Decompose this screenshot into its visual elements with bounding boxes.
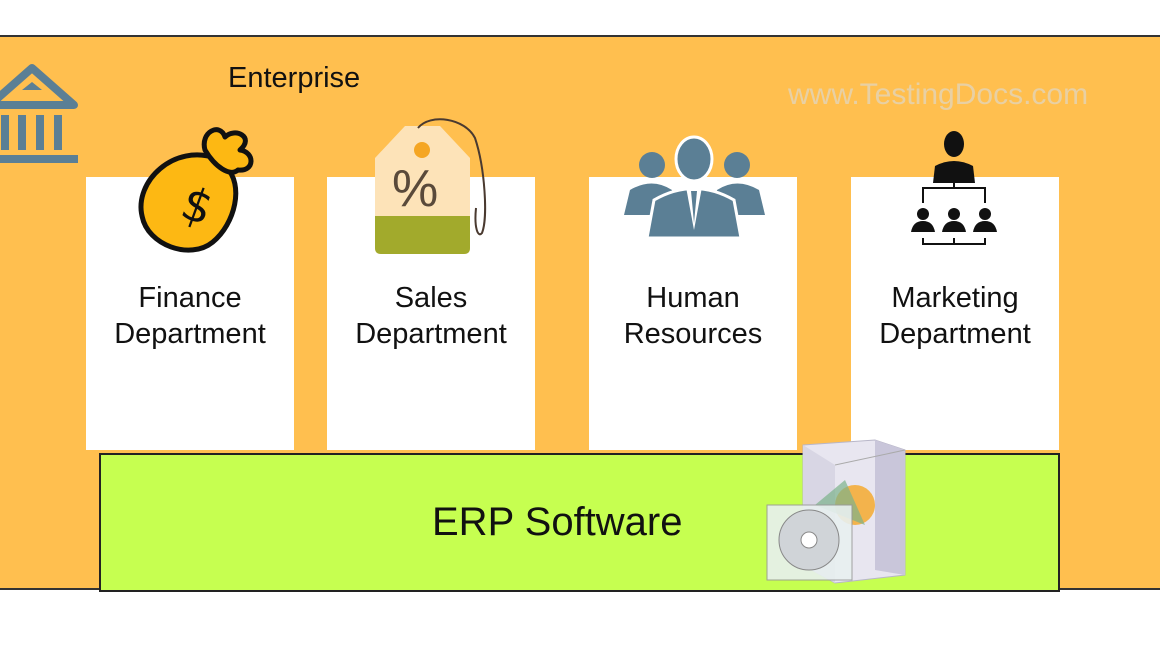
hr-line2: Resources (623, 318, 763, 350)
watermark: www.TestingDocs.com (788, 78, 1089, 111)
enterprise-title: Enterprise (228, 62, 361, 94)
marketing-line1: Marketing (891, 282, 1019, 314)
sales-line2: Department (355, 318, 507, 350)
people-group-icon (624, 135, 765, 240)
bank-building-icon (0, 64, 78, 163)
marketing-line2: Department (879, 318, 1031, 350)
finance-line2: Department (114, 318, 266, 350)
finance-line1: Finance (138, 282, 242, 314)
money-bag-icon: $ (138, 127, 254, 253)
sales-line1: Sales (394, 282, 468, 314)
erp-software-label: ERP Software (432, 500, 683, 544)
price-tag-icon: % (375, 118, 487, 254)
software-box-icon (766, 439, 906, 584)
svg-text:%: % (392, 160, 438, 218)
hr-line1: Human (646, 282, 740, 314)
org-chart-icon (911, 131, 997, 245)
